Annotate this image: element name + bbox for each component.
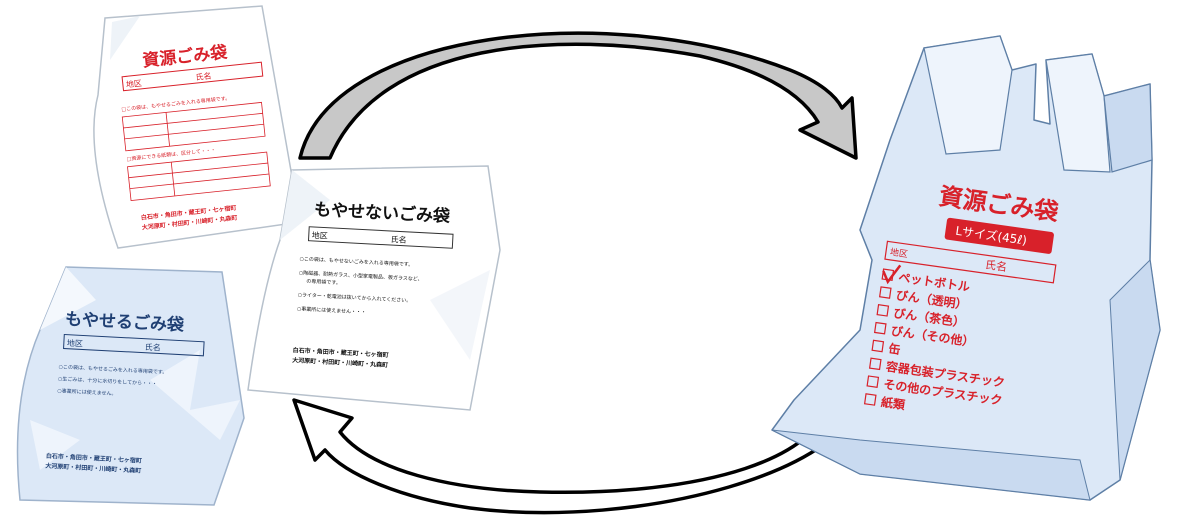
checklist-item-label: 缶 (888, 341, 902, 358)
resource-bag-small: 資源ごみ袋 地区 氏名 □この袋は、もやせるごみを入れる専用袋です。 □資源にで… (94, 6, 300, 248)
cycle-arrow-top (300, 33, 856, 158)
cycle-arrow-bottom (294, 388, 862, 513)
resource-bag-small-name-label: 氏名 (195, 70, 212, 82)
non-burnable-bag: もやせないごみ袋 地区 氏名 ○この袋は、もやせないごみを入れる専用袋です。 ○… (248, 166, 500, 410)
burnable-bag-name-label: 氏名 (144, 342, 161, 353)
burnable-bag-area-label: 地区 (67, 338, 84, 349)
non-burnable-bag-area-label: 地区 (312, 230, 329, 241)
non-burnable-bag-name-label: 氏名 (390, 234, 407, 245)
resource-bag-small-area-label: 地区 (125, 78, 142, 90)
burnable-bag: もやせるごみ袋 地区 氏名 ○この袋は、もやせるごみを入れる専用袋です。 ○生ご… (18, 267, 245, 505)
